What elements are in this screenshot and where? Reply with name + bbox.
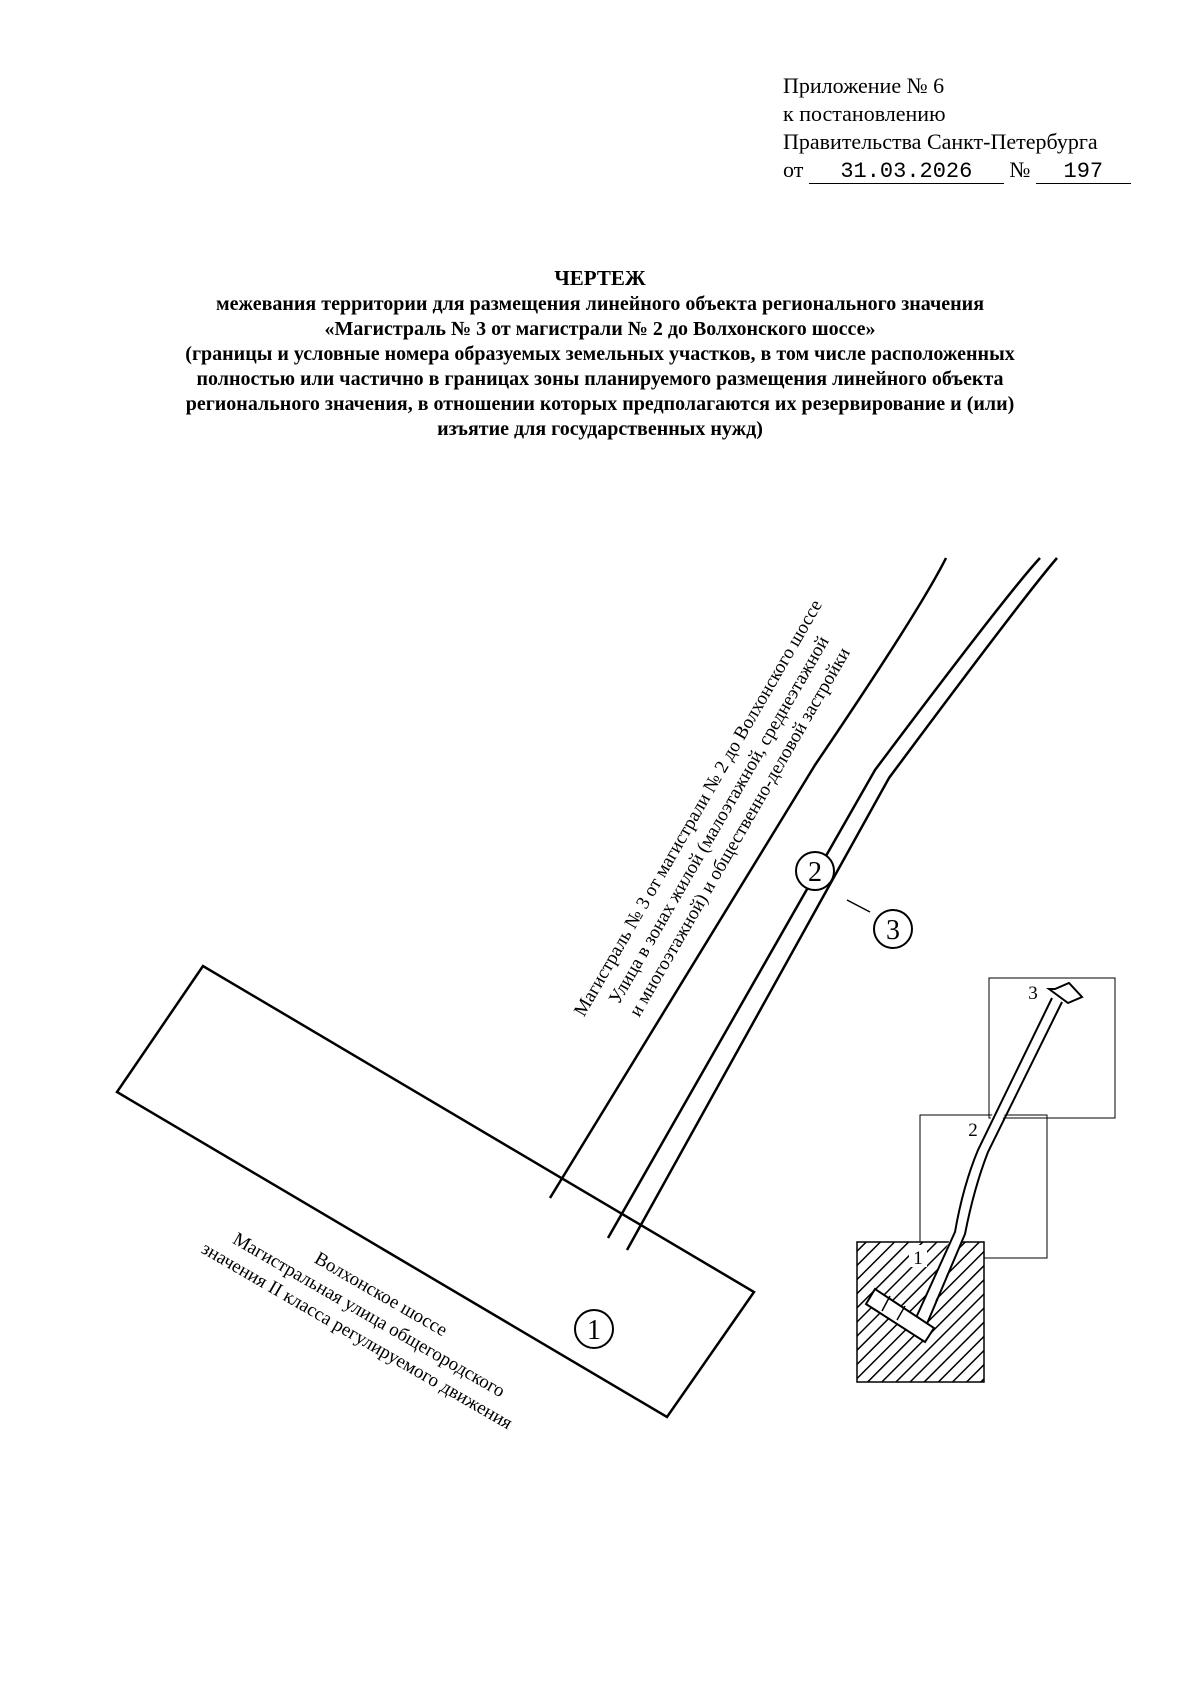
inset-road-left — [914, 997, 1053, 1321]
appendix-block: Приложение № 6 к постановлению Правитель… — [783, 72, 1183, 184]
title-line: регионального значения, в отношении кото… — [185, 393, 1015, 415]
title-line: полностью или частично в границах зоны п… — [196, 368, 1004, 390]
inset-road-end — [1045, 981, 1084, 1005]
parcel-2-left-boundary — [548, 557, 948, 1199]
parcel-3-boundary — [625, 557, 1058, 1251]
inset-crossroad-divider — [881, 1295, 891, 1312]
inset-label-3: 3 — [1028, 983, 1038, 1004]
inset-label-bg — [964, 1117, 982, 1139]
number-prefix: № — [1009, 157, 1031, 182]
inset-crossroad-divider — [896, 1305, 906, 1321]
document-date: 31.03.2026 — [808, 161, 1004, 184]
appendix-line: Приложение № 6 — [783, 73, 945, 98]
document-heading: ЧЕРТЕЖ — [554, 266, 646, 290]
appendix-date-line: от 31.03.2026 № 197 — [783, 156, 1183, 184]
title-line: изъятие для государственных нужд) — [437, 418, 763, 440]
parcel-3-leader — [846, 899, 871, 913]
inset-frame-3 — [988, 977, 1116, 1119]
parcel-2-right-boundary — [606, 557, 1041, 1239]
inset-road-backing — [916, 992, 1059, 1321]
road-label-line: Улица в зонах жилой (малоэтажной, средне… — [605, 633, 834, 1008]
appendix-line: Правительства Санкт-Петербурга — [783, 129, 1098, 154]
road-label-line: и многоэтажной) и общественно-деловой за… — [625, 644, 854, 1020]
inset-label-bg — [1024, 980, 1042, 1002]
inset-label-bg — [909, 1245, 927, 1267]
document-number: 197 — [1035, 161, 1131, 184]
parcel-2-marker: 2 — [795, 851, 835, 891]
parcel-3-marker: 3 — [873, 909, 913, 949]
title-line: межевания территории для размещения лине… — [215, 293, 985, 315]
inset-label-2: 2 — [968, 1120, 978, 1141]
date-prefix: от — [783, 157, 804, 182]
parcel-2-number: 2 — [808, 857, 822, 888]
parcel-1-boundary — [115, 964, 756, 1419]
road-label-line: Магистральная улица общегородского — [229, 1229, 508, 1402]
inset-label-1: 1 — [913, 1248, 923, 1269]
overview-inset: 3 2 1 — [856, 977, 1116, 1383]
inset-road-right — [925, 1001, 1063, 1327]
road-label-magistral-3: Магистраль № 3 от магистрали № 2 до Волх… — [570, 596, 855, 1020]
parcel-3-number: 3 — [886, 915, 900, 946]
title-line: «Магистраль № 3 от магистрали № 2 до Вол… — [324, 318, 876, 340]
parcel-1-marker: 1 — [574, 1309, 614, 1349]
appendix-line: к постановлению — [783, 101, 946, 126]
title-block: ЧЕРТЕЖ межевания территории для размещен… — [120, 266, 1080, 442]
road-label-volkhonskoe: Волхонское шоссе Магистральная улица общ… — [198, 1229, 516, 1435]
parcel-1-number: 1 — [587, 1315, 601, 1346]
title-line: (границы и условные номера образуемых зе… — [185, 343, 1015, 365]
